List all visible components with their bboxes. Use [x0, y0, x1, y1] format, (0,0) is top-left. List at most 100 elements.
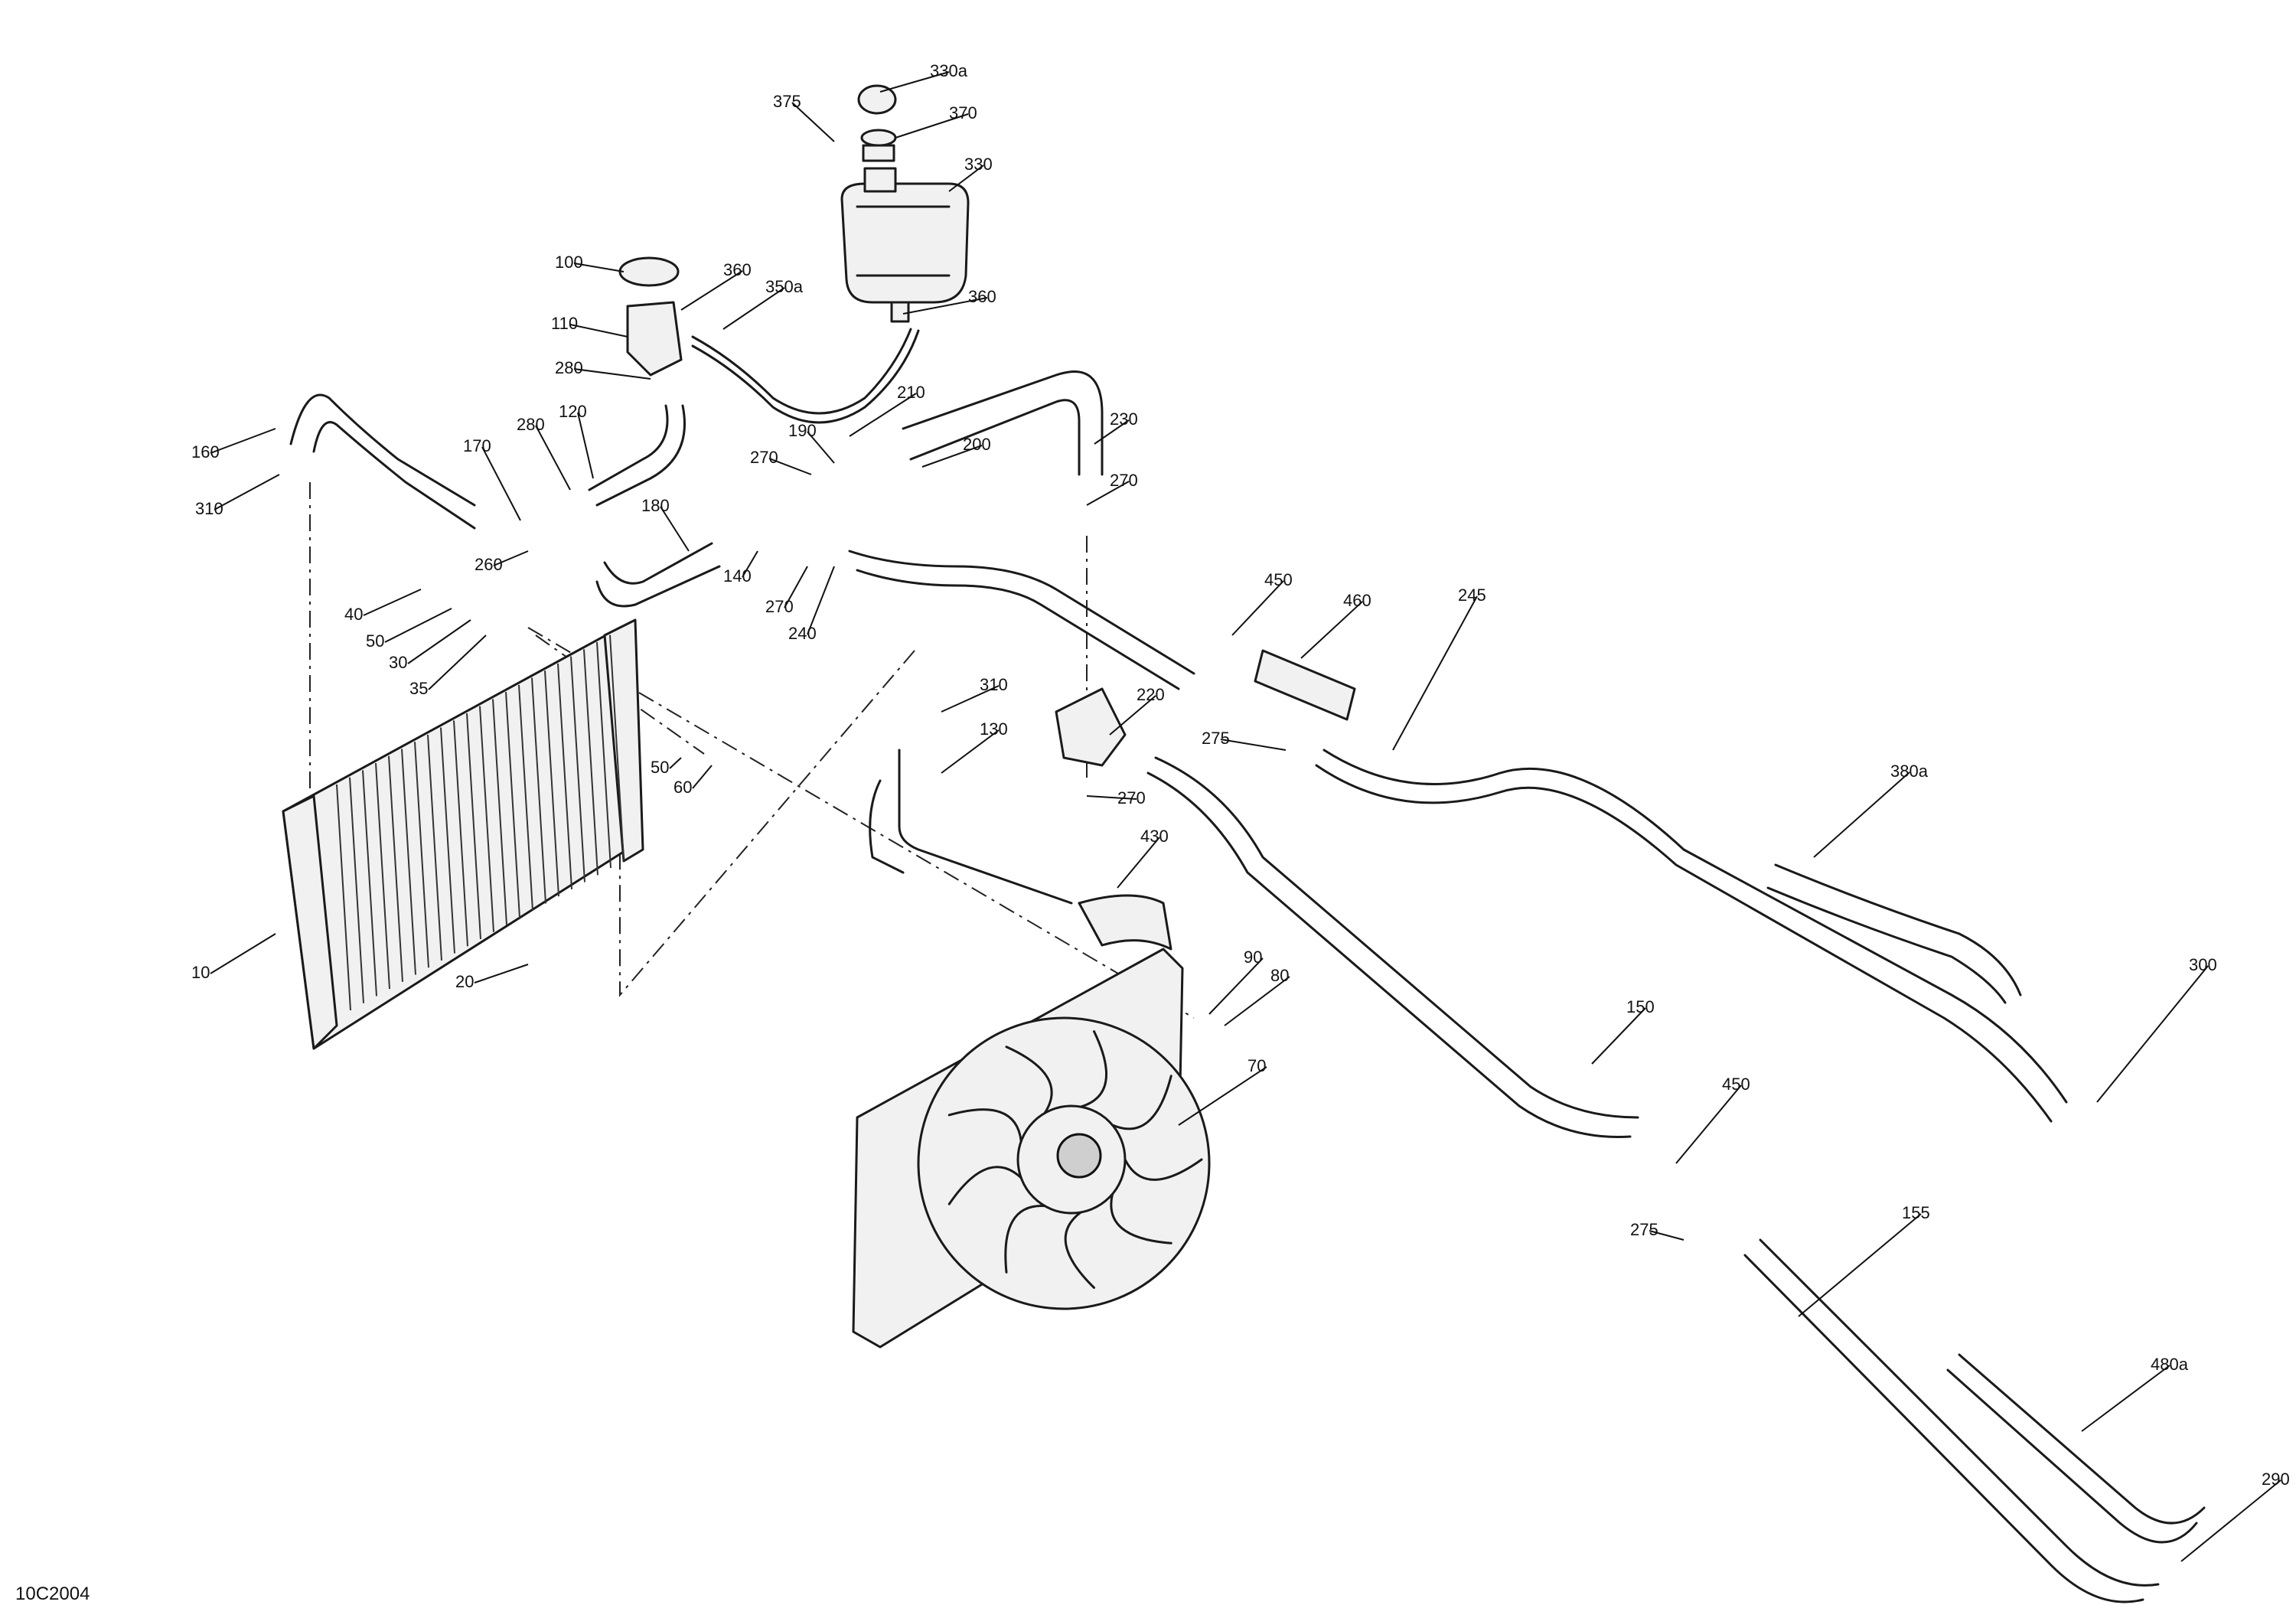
- callout-label-270: 270: [750, 448, 778, 467]
- radiator-fin: [492, 699, 507, 925]
- radiator-fin: [414, 742, 429, 968]
- callout-label-70: 70: [1247, 1056, 1266, 1075]
- callout-leader-130: [941, 729, 1000, 774]
- radiator-fin: [609, 634, 625, 861]
- callout-label-260: 260: [475, 555, 503, 574]
- callout-label-330a: 330a: [930, 61, 968, 80]
- callout-label-10: 10: [191, 963, 210, 982]
- callout-label-30: 30: [389, 653, 407, 672]
- radiator-fin: [401, 749, 416, 975]
- callout-leader-430: [1117, 837, 1160, 889]
- callout-label-140: 140: [723, 566, 752, 586]
- callout-leader-10: [210, 933, 276, 974]
- callout-leader-330a: [879, 71, 950, 93]
- radiator-fin: [557, 663, 572, 889]
- callout-label-375: 375: [773, 92, 801, 111]
- radiator-fin: [583, 649, 598, 876]
- callout-leader-180: [660, 506, 690, 552]
- callout-label-20: 20: [455, 972, 474, 991]
- radiator-fin: [427, 734, 442, 961]
- callout-leader-450: [1675, 1085, 1742, 1164]
- callout-leader-70: [1178, 1066, 1267, 1126]
- callout-leader-100: [573, 263, 625, 272]
- callout-leader-260: [493, 550, 529, 566]
- callout-leader-50: [669, 757, 682, 769]
- radiator-fins: [336, 634, 625, 1011]
- expansion-tank: [840, 167, 970, 323]
- hoses: [289, 370, 2160, 1603]
- callout-label-110: 110: [551, 314, 578, 333]
- callout-leader-170: [481, 446, 521, 521]
- callout-label-50: 50: [366, 631, 384, 651]
- callout-label-240: 240: [788, 624, 817, 643]
- callout-label-380a: 380a: [1890, 762, 1929, 781]
- callout-label-480a: 480a: [2151, 1355, 2189, 1374]
- callout-leader-360: [902, 297, 988, 315]
- radiator-fin: [518, 684, 533, 911]
- callout-label-120: 120: [559, 402, 587, 421]
- callout-label-180: 180: [641, 496, 670, 515]
- radiator-fin: [479, 706, 494, 932]
- tank-cap: [857, 84, 897, 162]
- callout-label-155: 155: [1902, 1203, 1930, 1222]
- callout-leader-350a: [722, 287, 785, 330]
- callout-leader-230: [1094, 419, 1130, 445]
- callout-label-130: 130: [980, 719, 1008, 739]
- fan-blade: [1110, 1192, 1172, 1244]
- radiator-fin: [544, 670, 559, 897]
- callout-leader-110: [569, 324, 628, 338]
- callout-label-60: 60: [673, 778, 692, 797]
- callout-leader-290: [2180, 1479, 2281, 1562]
- callout-label-35: 35: [409, 679, 428, 698]
- fan-blade: [1004, 1205, 1046, 1274]
- radiator-fin: [505, 692, 520, 918]
- callout-leader-155: [1798, 1213, 1922, 1317]
- callout-leader-275: [1649, 1230, 1684, 1241]
- callout-label-190: 190: [788, 421, 817, 440]
- callout-leader-310: [941, 685, 1000, 713]
- radiator-fin: [466, 713, 481, 940]
- fan-shroud: [852, 948, 1211, 1349]
- callout-label-275: 275: [1202, 729, 1230, 748]
- radiator-fin: [531, 677, 546, 904]
- callout-leader-370: [895, 113, 969, 139]
- radiator-fin: [596, 641, 612, 869]
- callout-label-170: 170: [463, 436, 491, 455]
- callout-leader-140: [742, 550, 758, 578]
- callout-leader-480a: [2081, 1365, 2170, 1432]
- callout-leader-310: [214, 474, 280, 511]
- callout-label-360: 360: [968, 287, 996, 306]
- callout-leader-60: [692, 765, 713, 789]
- radiator-fin: [349, 777, 364, 1003]
- callout-label-460: 460: [1343, 591, 1371, 610]
- callout-leader-270: [1086, 795, 1137, 800]
- radiator-fin: [388, 755, 403, 982]
- callout-leader-460: [1300, 601, 1363, 659]
- radiator-fin: [570, 656, 585, 882]
- callout-leader-270: [768, 458, 812, 475]
- callout-leader-380a: [1813, 771, 1910, 858]
- callout-label-50: 50: [651, 758, 669, 777]
- loose-tubes: [1254, 649, 2206, 1544]
- thermostat-housing: [1055, 687, 1127, 767]
- fan-blade: [1124, 1158, 1203, 1181]
- callout-leader-280: [535, 425, 571, 491]
- callout-leader-50: [384, 608, 452, 643]
- radiator-fin: [375, 763, 390, 990]
- callout-leader-240: [807, 566, 835, 635]
- fan-blade: [1064, 1211, 1096, 1289]
- callout-label-220: 220: [1137, 685, 1165, 704]
- callout-label-310: 310: [980, 675, 1008, 694]
- callout-label-280: 280: [555, 358, 583, 377]
- callout-leader-210: [849, 393, 917, 437]
- callout-label-450: 450: [1264, 570, 1293, 589]
- callout-leader-220: [1109, 695, 1156, 736]
- callout-label-90: 90: [1244, 948, 1262, 967]
- callout-label-230: 230: [1110, 409, 1138, 429]
- callout-label-270: 270: [1117, 788, 1146, 807]
- callout-label-330: 330: [964, 155, 993, 174]
- fan-blade: [1079, 1030, 1108, 1108]
- callout-leader-200: [921, 445, 983, 468]
- filler-neck: [618, 256, 683, 377]
